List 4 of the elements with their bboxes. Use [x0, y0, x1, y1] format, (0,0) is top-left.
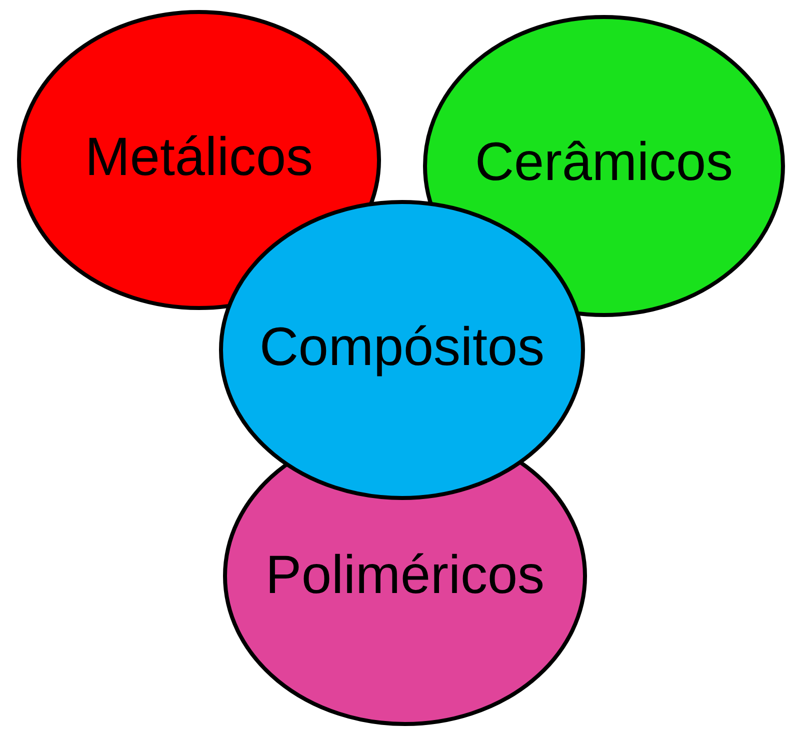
category-label: Cerâmicos	[474, 131, 734, 193]
category-label: Compósitos	[259, 316, 545, 378]
category-label: Metálicos	[84, 126, 314, 188]
category-label: Poliméricos	[265, 544, 545, 606]
